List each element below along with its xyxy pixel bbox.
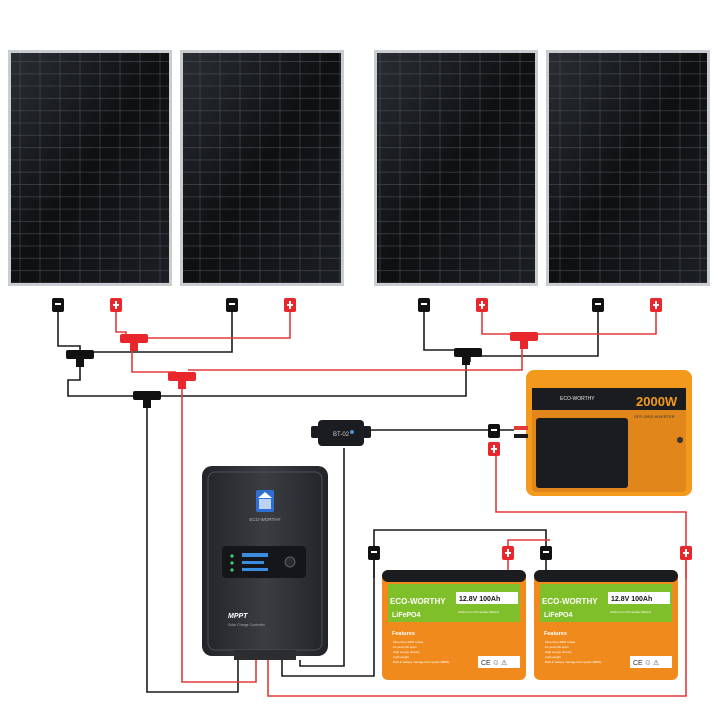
positive-connector-icon xyxy=(488,442,500,456)
connectors xyxy=(52,298,662,312)
positive-branch-connector-icon xyxy=(168,372,196,389)
svg-text:CE ♲ ⚠: CE ♲ ⚠ xyxy=(633,659,659,667)
positive-branch-connector-icon xyxy=(510,332,538,349)
brand-logo-icon xyxy=(256,490,274,512)
positive-connector-icon xyxy=(476,298,488,312)
svg-text:CE ♲ ⚠: CE ♲ ⚠ xyxy=(481,659,507,667)
battery-rating: 12.8V 100Ah xyxy=(611,596,652,603)
negative-connector-icon xyxy=(592,298,604,312)
controller-brand: ECO-WORTHY xyxy=(249,517,280,522)
battery-features-title: Features xyxy=(392,631,415,637)
battery-features-title: Features xyxy=(544,631,567,637)
negative-connector-icon xyxy=(488,424,500,438)
inverter-leads xyxy=(488,424,500,456)
battery-chemistry: LiFePO4 xyxy=(392,612,421,619)
positive-branch-connector-icon xyxy=(120,334,148,351)
charge-controller: ECO-WORTHY MPPT Solar Charge Controller xyxy=(202,466,328,660)
positive-connector-icon xyxy=(680,546,692,560)
certification-icons: CE ♲ ⚠ xyxy=(630,656,672,668)
negative-connector-icon xyxy=(418,298,430,312)
positive-connector-icon xyxy=(650,298,662,312)
positive-connector-icon xyxy=(284,298,296,312)
battery-feature: High energy density xyxy=(393,650,420,654)
battery-feature: Built-in battery management system(BMS) xyxy=(545,660,601,664)
inverter-brand: ECO-WORTHY xyxy=(560,396,595,402)
negative-branch-connector-icon xyxy=(454,348,482,365)
battery-feature: High energy density xyxy=(545,650,572,654)
panel-group xyxy=(8,50,710,286)
battery-feature: Built-in battery management system(BMS) xyxy=(393,660,449,664)
battery-rating: 12.8V 100Ah xyxy=(459,596,500,603)
inverter: ECO-WORTHY 2000W OFF-GRID INVERTER xyxy=(514,370,692,496)
negative-connector-icon xyxy=(368,546,380,560)
solar-panel xyxy=(8,50,172,286)
positive-connector-icon xyxy=(502,546,514,560)
battery-subtitle: Lithium Iron Phosphate Battery xyxy=(610,610,652,614)
negative-branch-connector-icon xyxy=(66,350,94,367)
controller-mode: MPPT xyxy=(228,613,248,620)
solar-panel xyxy=(374,50,538,286)
negative-connector-icon xyxy=(226,298,238,312)
inverter-power: 2000W xyxy=(636,394,678,409)
positive-connector-icon xyxy=(110,298,122,312)
battery-subtitle: Lithium Iron Phosphate Battery xyxy=(458,610,500,614)
negative-connector-icon xyxy=(52,298,64,312)
solar-panel xyxy=(546,50,710,286)
battery-chemistry: LiFePO4 xyxy=(544,612,573,619)
monitor-label: BT-02 xyxy=(333,432,350,438)
battery-feature: 10 years life span xyxy=(393,645,417,649)
controller-subtitle: Solar Charge Controller xyxy=(228,623,266,627)
negative-branch-connector-icon xyxy=(133,391,161,408)
battery: ECO-WORTHY LiFePO4 12.8V 100Ah Lithium I… xyxy=(382,570,526,680)
battery: ECO-WORTHY LiFePO4 12.8V 100Ah Lithium I… xyxy=(534,570,678,680)
battery-connectors xyxy=(368,546,692,560)
battery-brand: ECO-WORTHY xyxy=(390,597,446,606)
battery-feature: More than 3000 cycles xyxy=(545,640,576,644)
branch-connectors xyxy=(66,332,538,408)
battery-feature: Light weight xyxy=(393,655,409,659)
battery-feature: 10 years life span xyxy=(545,645,569,649)
battery-feature: Light weight xyxy=(545,655,561,659)
certification-icons: CE ♲ ⚠ xyxy=(478,656,520,668)
solar-panel xyxy=(180,50,344,286)
battery-brand: ECO-WORTHY xyxy=(542,597,598,606)
inverter-type: OFF-GRID INVERTER xyxy=(634,414,675,419)
negative-connector-icon xyxy=(540,546,552,560)
battery-feature: More than 3000 cycles xyxy=(393,640,424,644)
monitor-module: BT-02 xyxy=(311,420,371,446)
